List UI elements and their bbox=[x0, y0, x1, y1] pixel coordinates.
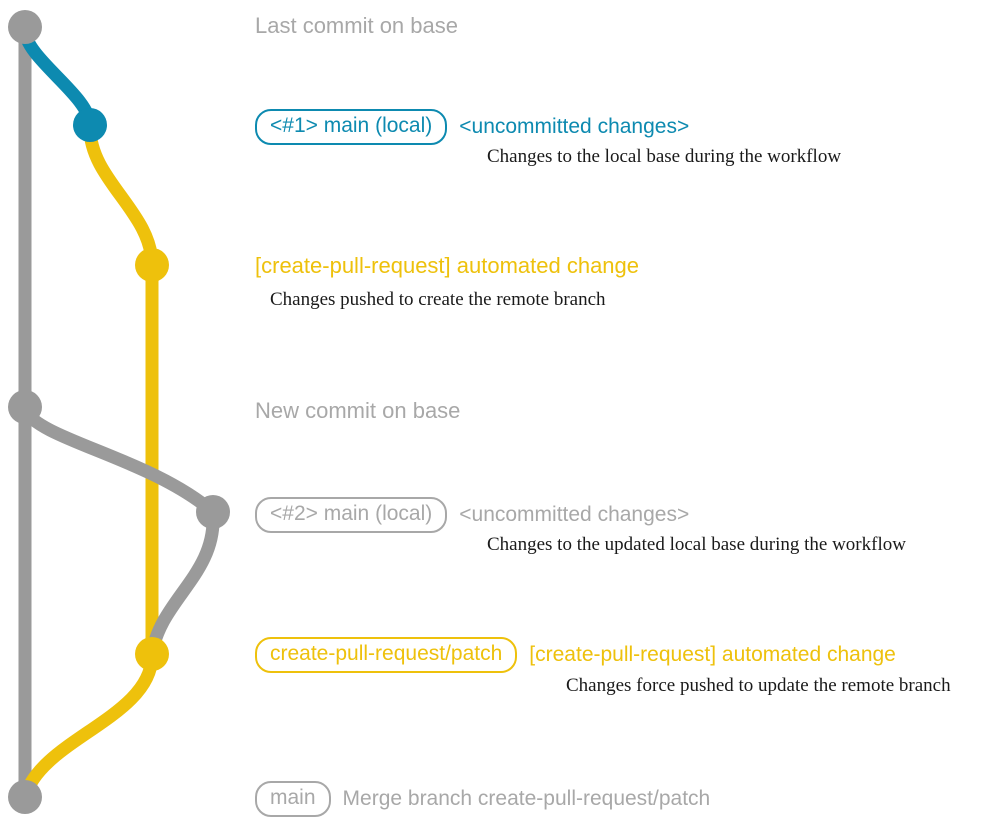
edge-patch2-to-merge bbox=[18, 650, 159, 804]
entry-headline-automated-change-1: [create-pull-request] automated change bbox=[255, 253, 640, 278]
branch-pill-main[interactable]: main bbox=[255, 781, 331, 818]
edge-local1-to-patch1 bbox=[83, 121, 159, 272]
entry-note-local-change-2: Changes to the updated local base during… bbox=[487, 534, 906, 555]
entry-headline-new-commit-on-base: New commit on base bbox=[255, 398, 461, 423]
branch-pill-local-1[interactable]: <#1> main (local) bbox=[255, 109, 448, 146]
commit-node-automated-change-2[interactable] bbox=[135, 637, 169, 671]
entry-row-local-change-2: <#2> main (local) <uncommitted changes> bbox=[255, 497, 690, 534]
edge-base2-to-local2 bbox=[18, 403, 220, 519]
entry-row-merge-commit: main Merge branch create-pull-request/pa… bbox=[255, 781, 711, 818]
entry-note-automated-change-2: Changes force pushed to update the remot… bbox=[566, 675, 951, 696]
commit-node-local-change-2[interactable] bbox=[196, 495, 230, 529]
entry-note-local-change-1: Changes to the local base during the wor… bbox=[487, 146, 842, 167]
commit-subject-local-1: <uncommitted changes> bbox=[459, 115, 690, 138]
commit-node-new-commit-on-base[interactable] bbox=[8, 390, 42, 424]
commit-node-last-commit-on-base[interactable] bbox=[8, 10, 42, 44]
entry-row-local-change-1: <#1> main (local) <uncommitted changes> bbox=[255, 109, 690, 146]
commit-subject-local-2: <uncommitted changes> bbox=[459, 503, 690, 526]
branch-pill-create-pull-request-patch[interactable]: create-pull-request/patch bbox=[255, 637, 518, 674]
commit-node-automated-change-1[interactable] bbox=[135, 248, 169, 282]
commit-node-local-change-1[interactable] bbox=[73, 108, 107, 142]
commit-subject-merge: Merge branch create-pull-request/patch bbox=[342, 787, 711, 810]
edge-base-to-local1 bbox=[18, 23, 97, 132]
commit-node-merge-commit[interactable] bbox=[8, 780, 42, 814]
entry-headline-last-commit-on-base: Last commit on base bbox=[255, 13, 458, 38]
commit-subject-automated-change-2: [create-pull-request] automated change bbox=[529, 643, 896, 666]
entry-note-automated-change-1: Changes pushed to create the remote bran… bbox=[270, 289, 606, 310]
branch-pill-local-2[interactable]: <#2> main (local) bbox=[255, 497, 448, 534]
entry-row-automated-change-2: create-pull-request/patch [create-pull-r… bbox=[255, 637, 896, 674]
edge-local2-to-patch2 bbox=[145, 508, 220, 661]
